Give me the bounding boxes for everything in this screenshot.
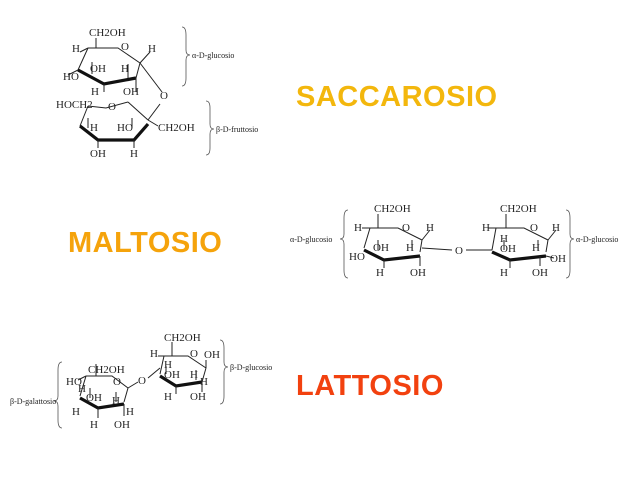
maltosio-r2-oh-bottom: OH (532, 267, 548, 279)
maltosio-title: MALTOSIO (68, 227, 223, 259)
lattosio-r2-h-inner: H (190, 369, 198, 381)
maltosio-r1-oh-bottom: OH (410, 267, 426, 279)
glycosidic-o: O (160, 90, 168, 102)
maltosio-r1-h-inner: H (406, 242, 414, 254)
lattosio-structure: β-D-galattosio CH2OH O HO H OH H H H H O… (10, 332, 272, 431)
maltosio-r2-h-inner-top: H (500, 233, 508, 245)
lattosio-bridge-o: O (138, 375, 146, 387)
saccarosio-structure: CH2OH O H H OH H HO H OH O HOCH2 O H (56, 26, 258, 160)
lattosio-r1-h-right: H (126, 406, 134, 418)
fructose-oh-bottom: OH (90, 148, 106, 160)
glucose-oh-bottom: OH (123, 86, 139, 98)
fructose-hoch2: HOCH2 (56, 99, 93, 111)
maltosio-right-bracket-label: α-D-glucosio (576, 235, 618, 244)
maltosio-structure: α-D-glucosio CH2OH O H H OH H HO H OH O (290, 203, 618, 279)
maltosio-r2-h-right: H (552, 222, 560, 234)
glucose-bracket-label: α-D-glucosio (192, 51, 234, 60)
maltosio-r1-ho: HO (349, 251, 365, 263)
lattosio-r2-h-right: H (200, 376, 208, 388)
lattosio-r2-oh-inner: OH (164, 369, 180, 381)
fructose-h-left: H (90, 122, 98, 134)
maltosio-r2-h-left: H (482, 222, 490, 234)
glucose-h-right: H (148, 43, 156, 55)
lattosio-r1-oh-inner: OH (86, 392, 102, 404)
maltosio-r1-ch2oh: CH2OH (374, 203, 411, 215)
glucose-ring: CH2OH O H H OH H HO H OH O (63, 27, 168, 102)
maltosio-r2-o: O (530, 222, 538, 234)
lattosio-title: LATTOSIO (296, 370, 444, 402)
maltosio-r1-h-left: H (354, 222, 362, 234)
lattosio-r2-h-inner-top: H (164, 359, 172, 371)
lattosio-r1-ch2oh: CH2OH (88, 364, 125, 376)
lattosio-r1-h-left: H (72, 406, 80, 418)
maltosio-r1-h-bottom: H (376, 267, 384, 279)
lattosio-r2-oh-bottom: OH (190, 391, 206, 403)
saccarosio-title: SACCAROSIO (296, 81, 498, 113)
fructose-ch2oh: CH2OH (158, 122, 195, 134)
maltosio-r2-oh-inner: OH (500, 243, 516, 255)
maltosio-r1-o: O (402, 222, 410, 234)
lattosio-r2-oh-right: OH (204, 349, 220, 361)
maltosio-r1-h-right: H (426, 222, 434, 234)
lattosio-r1-h-inner: H (78, 383, 86, 395)
glucose-ho: HO (63, 71, 79, 83)
lattosio-r2-h-bottom: H (164, 391, 172, 403)
lattosio-r2-ch2oh: CH2OH (164, 332, 201, 344)
lattosio-right-bracket-label: β-D-glucosio (230, 363, 272, 372)
maltosio-r2-h-bottom: H (500, 267, 508, 279)
lattosio-r1-oh-bottom: OH (114, 419, 130, 431)
fructose-ho: HO (117, 122, 133, 134)
lattosio-r1-ho: HO (66, 376, 82, 388)
maltosio-r2-ch2oh: CH2OH (500, 203, 537, 215)
fructose-o: O (108, 101, 116, 113)
glucose-o: O (121, 41, 129, 53)
fructose-ring: HOCH2 O H HO CH2OH OH H (56, 99, 195, 160)
lattosio-r1-o: O (113, 376, 121, 388)
maltosio-r2-h-inner: H (532, 242, 540, 254)
glucose-h-inner: H (121, 63, 129, 75)
maltosio-left-bracket-label: α-D-glucosio (290, 235, 332, 244)
glucose-oh-inner: OH (90, 63, 106, 75)
lattosio-r1-h-inner2: H (112, 395, 120, 407)
glucose-h-bottom: H (91, 86, 99, 98)
glucose-h-left: H (72, 43, 80, 55)
maltosio-bridge-o: O (455, 245, 463, 257)
glucose-ch2oh: CH2OH (89, 27, 126, 39)
maltosio-r2-oh-right: OH (550, 253, 566, 265)
lattosio-r2-o: O (190, 348, 198, 360)
lattosio-r2-h-left: H (150, 348, 158, 360)
fructose-h-bottom: H (130, 148, 138, 160)
lattosio-r1-h-bottom: H (90, 419, 98, 431)
maltosio-r1-oh-inner: OH (373, 242, 389, 254)
lattosio-left-bracket-label: β-D-galattosio (10, 397, 56, 406)
fructose-bracket-label: β-D-fruttosio (216, 125, 258, 134)
